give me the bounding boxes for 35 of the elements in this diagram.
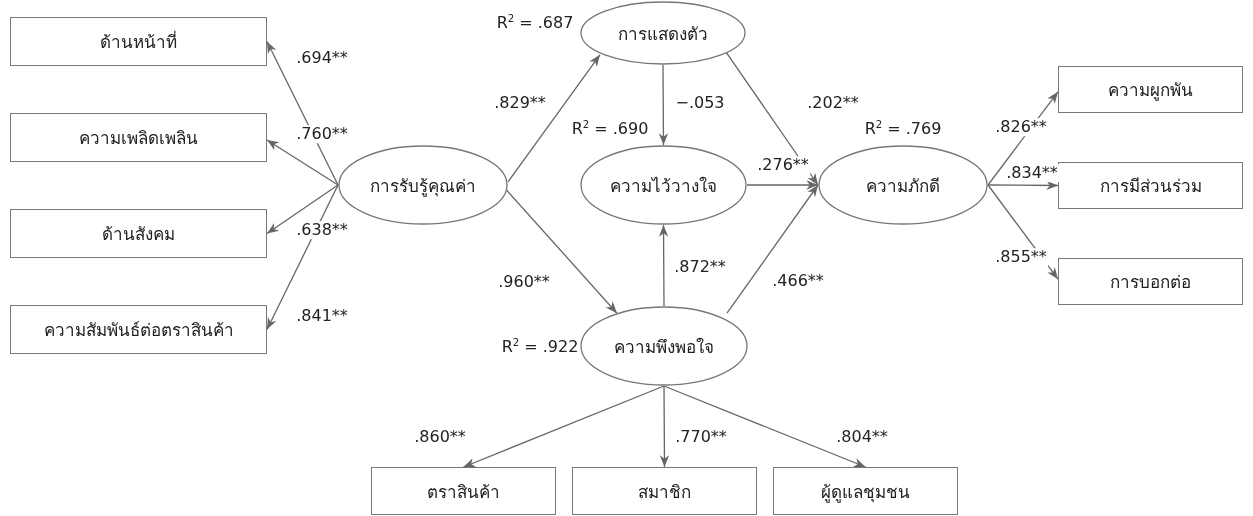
arrow: [658, 224, 669, 307]
indicator-box: ผู้ดูแลชุมชน: [773, 467, 958, 515]
latent-variable-ellipse: ความไว้วางใจ: [580, 145, 747, 225]
arrow: [266, 40, 339, 186]
latent-variable-ellipse: ความภักดี: [818, 145, 988, 225]
arrow: [659, 385, 670, 468]
edge-label: .855**: [994, 248, 1048, 266]
latent-variable-ellipse: ความพึงพอใจ: [580, 306, 748, 386]
arrow: [987, 180, 1059, 191]
arrow: [462, 385, 665, 468]
edge-label: .834**: [1005, 164, 1059, 182]
indicator-box: ด้านหน้าที่: [10, 17, 267, 66]
arrow: [505, 189, 618, 314]
indicator-box: การมีส่วนร่วม: [1058, 162, 1243, 209]
arrow: [507, 54, 601, 183]
arrow: [663, 385, 867, 468]
indicator-box: สมาชิก: [572, 467, 757, 515]
edge-label: .826**: [994, 118, 1048, 136]
latent-variable-ellipse: การแสดงตัว: [580, 1, 746, 65]
edge-label: .760**: [295, 125, 349, 143]
arrow: [266, 184, 339, 235]
edge-label: .276**: [756, 156, 810, 174]
arrow: [266, 184, 339, 331]
indicator-box: ความผูกพัน: [1058, 66, 1243, 113]
indicator-box: การบอกต่อ: [1058, 258, 1243, 305]
indicator-box: ด้านสังคม: [10, 209, 267, 258]
arrow: [726, 184, 819, 314]
indicator-box: ตราสินค้า: [371, 467, 556, 515]
arrow: [725, 51, 819, 186]
edge-label: .638**: [295, 221, 349, 239]
arrow: [746, 180, 819, 190]
arrow: [266, 139, 339, 186]
indicator-box: ความสัมพันธ์ต่อตราสินค้า: [10, 305, 267, 354]
arrow: [658, 64, 669, 146]
indicator-box: ความเพลิดเพลิน: [10, 113, 267, 162]
